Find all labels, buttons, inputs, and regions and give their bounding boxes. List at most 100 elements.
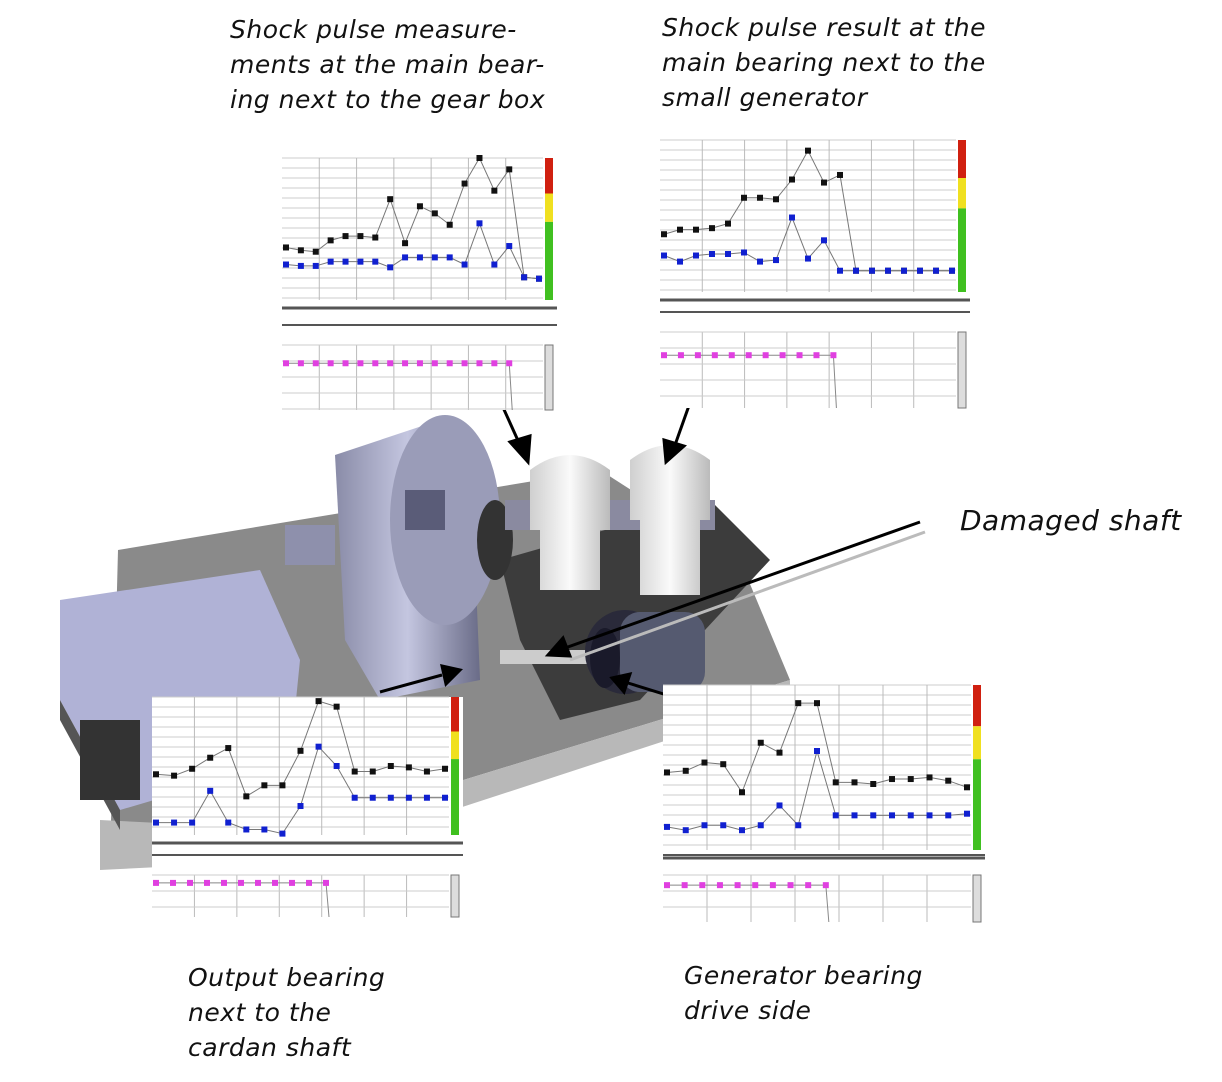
- data-point-magenta: [402, 360, 409, 367]
- data-point-magenta: [387, 360, 394, 367]
- data-point-blue: [342, 258, 349, 265]
- data-point-black: [342, 233, 349, 240]
- data-point-magenta: [238, 879, 244, 886]
- data-point-blue: [536, 275, 542, 282]
- data-point-blue: [870, 812, 877, 819]
- data-point-magenta: [431, 360, 438, 367]
- data-point-blue: [491, 261, 498, 268]
- data-point-blue: [789, 214, 795, 221]
- data-point-magenta: [677, 352, 684, 359]
- data-point-magenta: [716, 882, 723, 889]
- data-point-blue: [661, 252, 667, 259]
- data-point-black: [889, 776, 895, 783]
- alarm-bar-red: [973, 685, 981, 727]
- data-point-black: [741, 194, 747, 201]
- data-point-magenta: [813, 352, 820, 359]
- data-point-black: [312, 248, 319, 255]
- data-point-blue: [153, 819, 159, 826]
- lower-scale-bar: [450, 874, 460, 918]
- data-point-blue: [949, 267, 955, 274]
- data-point-blue: [945, 812, 952, 819]
- data-point-black: [283, 244, 289, 251]
- data-point-magenta: [661, 352, 667, 359]
- data-point-blue: [693, 252, 699, 259]
- data-point-black: [870, 781, 877, 787]
- data-point-blue: [795, 822, 802, 829]
- generator-drive-bearing-chart: [663, 684, 985, 923]
- data-point-blue: [814, 748, 820, 754]
- data-point-blue: [741, 249, 747, 256]
- data-point-magenta: [745, 352, 752, 359]
- data-point-blue: [327, 258, 334, 265]
- data-point-black: [225, 745, 232, 752]
- data-point-magenta: [289, 879, 295, 886]
- data-point-blue: [964, 810, 970, 817]
- data-point-blue: [283, 261, 289, 268]
- data-point-magenta: [734, 882, 741, 889]
- data-point-black: [821, 179, 827, 186]
- data-point-black: [677, 226, 683, 233]
- data-point-blue: [333, 763, 340, 769]
- data-point-magenta: [491, 360, 498, 367]
- alarm-bar-green: [545, 221, 553, 300]
- data-point-magenta: [762, 352, 769, 359]
- data-point-magenta: [752, 882, 759, 889]
- pillow-block-bearings: [530, 445, 710, 595]
- data-point-blue: [664, 823, 670, 830]
- data-point-magenta: [711, 352, 718, 359]
- data-point-blue: [431, 254, 438, 261]
- data-point-black: [442, 765, 448, 772]
- data-point-blue: [720, 822, 727, 829]
- data-point-magenta: [681, 882, 688, 889]
- data-point-blue: [243, 826, 250, 833]
- data-point-blue: [402, 254, 409, 261]
- data-point-magenta: [728, 352, 735, 359]
- data-point-black: [357, 233, 364, 240]
- data-point-blue: [369, 794, 376, 801]
- lower-scale-bar: [957, 331, 967, 409]
- data-point-blue: [885, 267, 891, 274]
- data-point-black: [805, 147, 811, 154]
- data-point-blue: [521, 274, 528, 281]
- data-point-blue: [207, 787, 214, 794]
- data-point-black: [387, 763, 394, 769]
- data-point-blue: [476, 220, 483, 227]
- data-point-blue: [357, 258, 364, 265]
- data-point-black: [243, 793, 250, 800]
- alarm-bar-green: [958, 208, 966, 292]
- alarm-bar-yellow: [958, 178, 966, 209]
- caption-generator-side-bearing: Shock pulse result at the main bearing n…: [662, 13, 987, 112]
- data-point-black: [476, 155, 483, 161]
- data-point-blue: [889, 812, 895, 819]
- data-point-magenta: [170, 879, 176, 886]
- data-point-magenta: [461, 360, 468, 367]
- data-point-black: [423, 768, 430, 775]
- data-point-magenta: [416, 360, 423, 367]
- lower-scale-bar: [972, 874, 982, 923]
- data-point-black: [720, 761, 727, 768]
- data-point-black: [261, 782, 268, 789]
- data-point-blue: [869, 267, 875, 274]
- data-point-black: [907, 776, 914, 783]
- data-point-blue: [725, 251, 731, 257]
- data-point-magenta: [506, 360, 513, 367]
- data-point-magenta: [796, 352, 803, 359]
- data-point-black: [279, 782, 286, 789]
- data-point-blue: [832, 812, 839, 819]
- data-point-blue: [423, 794, 430, 801]
- data-point-blue: [682, 827, 689, 834]
- data-point-magenta: [446, 360, 453, 367]
- data-point-magenta: [342, 360, 349, 367]
- data-point-magenta: [255, 879, 261, 886]
- data-point-black: [776, 749, 783, 756]
- data-point-black: [297, 747, 304, 754]
- data-point-blue: [773, 257, 779, 264]
- data-point-black: [701, 759, 708, 766]
- data-point-black: [171, 772, 178, 779]
- data-point-blue: [225, 819, 232, 826]
- alarm-bar-green: [451, 759, 459, 835]
- alarm-bar-yellow: [545, 193, 553, 222]
- data-point-magenta: [699, 882, 706, 889]
- data-point-black: [189, 765, 196, 772]
